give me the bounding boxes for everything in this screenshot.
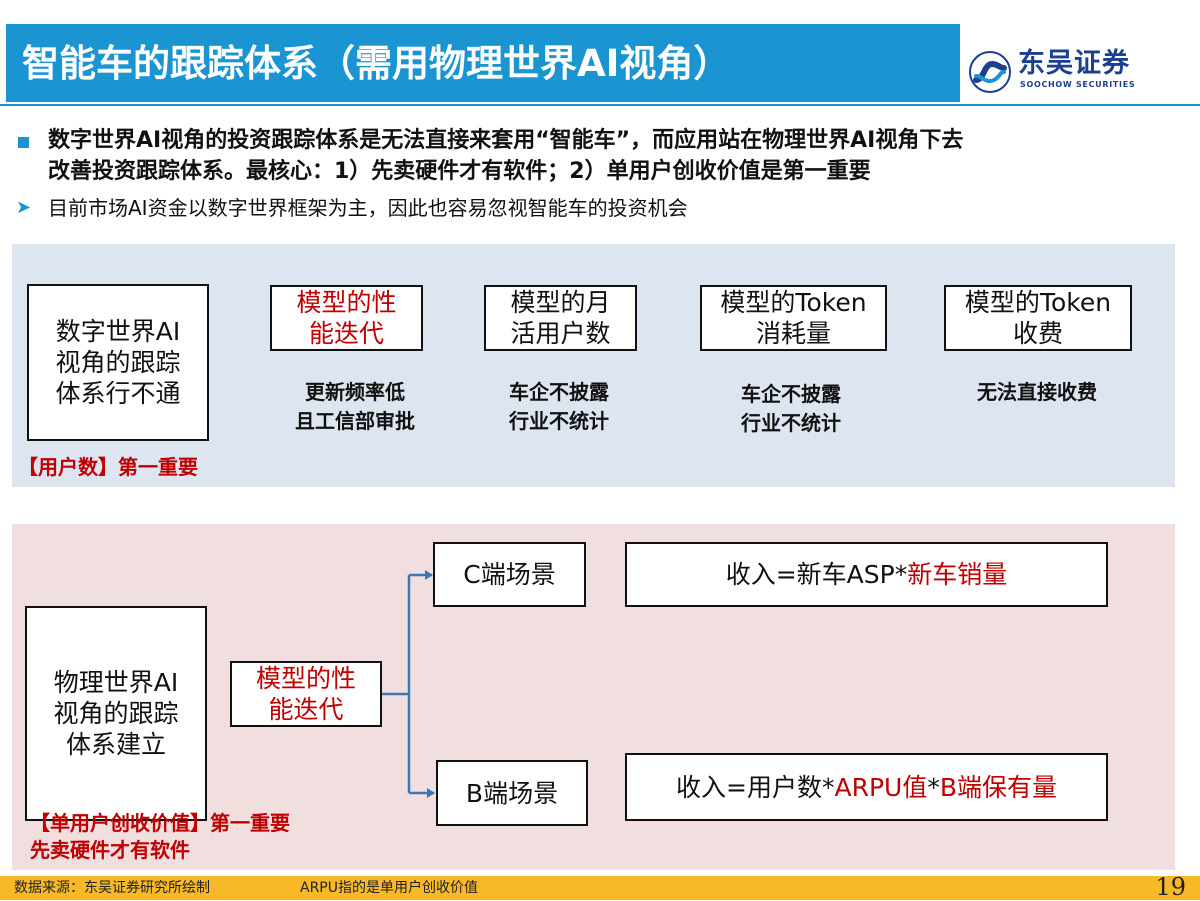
mau-note: 车企不披露 行业不统计 [509, 380, 609, 433]
model-mau-box: 模型的月 活用户数 [484, 285, 637, 351]
logo-subtitle: SOOCHOW SECURITIES [1020, 80, 1136, 89]
sub-bullet: 目前市场AI资金以数字世界框架为主，因此也容易忽视智能车的投资机会 [48, 196, 688, 220]
title-bar [6, 24, 960, 102]
b-scene-box: B端场景 [436, 760, 588, 826]
company-logo: 东吴证券 SOOCHOW SECURITIES [966, 48, 1156, 96]
main-bullet-line-2: 改善投资跟踪体系。最核心：1）先卖硬件才有软件；2）单用户创收价值是第一重要 [48, 159, 871, 184]
page-title: 智能车的跟踪体系（需用物理世界AI视角） [22, 42, 731, 85]
c-revenue-formula-box: 收入=新车ASP*新车销量 [625, 542, 1108, 607]
square-bullet-icon [18, 137, 29, 148]
digital-ai-main-box: 数字世界AI 视角的跟踪 体系行不通 [27, 284, 209, 441]
physical-ai-main-box: 物理世界AI 视角的跟踪 体系建立 [25, 606, 207, 821]
hardware-first-footnote: 先卖硬件才有软件 [30, 838, 190, 862]
logo-mark-icon [969, 51, 1011, 93]
token-consumption-note: 车企不披露 行业不统计 [741, 382, 841, 435]
model-iteration-box: 模型的性 能迭代 [270, 285, 423, 351]
logo-name: 东吴证券 [1018, 48, 1130, 79]
arrow-bullet-icon: ➤ [16, 197, 32, 218]
model-token-fee-box: 模型的Token 收费 [944, 285, 1132, 351]
user-count-footnote: 【用户数】第一重要 [18, 455, 198, 479]
title-divider [0, 104, 1200, 106]
token-fee-note: 无法直接收费 [977, 380, 1097, 404]
data-source: 数据来源：东吴证券研究所绘制 [14, 880, 210, 896]
footer-bar [0, 876, 1200, 900]
iteration-note: 更新频率低 且工信部审批 [295, 380, 415, 433]
footer-note: ARPU指的是单用户创收价值 [300, 880, 478, 896]
c-scene-box: C端场景 [433, 542, 586, 607]
model-token-consumption-box: 模型的Token 消耗量 [700, 285, 887, 351]
page-number: 19 [1155, 873, 1186, 901]
main-bullet-line-1: 数字世界AI视角的投资跟踪体系是无法直接来套用“智能车”，而应用站在物理世界AI… [48, 128, 964, 153]
bottom-model-iteration-box: 模型的性 能迭代 [230, 661, 382, 727]
per-user-value-footnote: 【单用户创收价值】第一重要 [30, 811, 290, 835]
b-revenue-formula-box: 收入=用户数*ARPU值*B端保有量 [625, 753, 1108, 821]
